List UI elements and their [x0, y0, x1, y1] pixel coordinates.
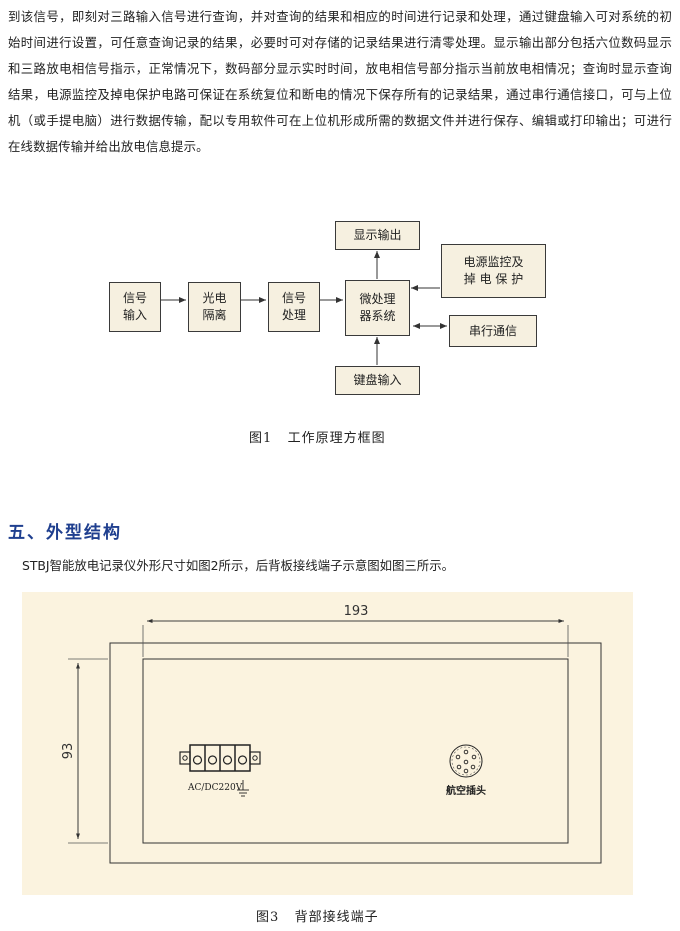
- width-dimension-label: 193: [344, 604, 369, 619]
- power-label: AC/DC220V: [187, 783, 243, 793]
- section-intro: STBJ智能放电记录仪外形尺寸如图2所示，后背板接线端子示意图如图三所示。: [22, 558, 454, 573]
- box-display-output: 显示输出: [335, 221, 420, 250]
- box-serial-comm: 串行通信: [449, 315, 537, 347]
- box-keyboard-input: 键盘输入: [335, 366, 420, 395]
- panel-inner-outline: [142, 658, 569, 844]
- figure1-caption: 图1 工作原理方框图: [249, 431, 386, 446]
- section-title: 五、外型结构: [8, 523, 122, 543]
- block-diagram-connectors: [160, 251, 447, 365]
- box-power-monitor: 电源监控及 掉 电 保 护: [441, 244, 546, 298]
- height-dimension-label: 93: [61, 743, 76, 760]
- aviation-connector-icon: [449, 744, 483, 778]
- ground-icon: [237, 780, 249, 797]
- box-signal-processing: 信号 处理: [268, 282, 320, 332]
- intro-paragraph: 到该信号，即刻对三路输入信号进行查询，并对查询的结果和相应的时间进行记录和处理，…: [8, 9, 672, 154]
- panel-outer-outline: [109, 642, 602, 864]
- terminal-block-icon: [179, 744, 261, 772]
- figure3-caption: 图3 背部接线端子: [256, 910, 379, 925]
- box-signal-input: 信号 输入: [109, 282, 161, 332]
- box-microprocessor: 微处理 器系统: [345, 280, 410, 336]
- connector-label: 航空插头: [446, 784, 486, 797]
- box-opto-isolation: 光电 隔离: [188, 282, 241, 332]
